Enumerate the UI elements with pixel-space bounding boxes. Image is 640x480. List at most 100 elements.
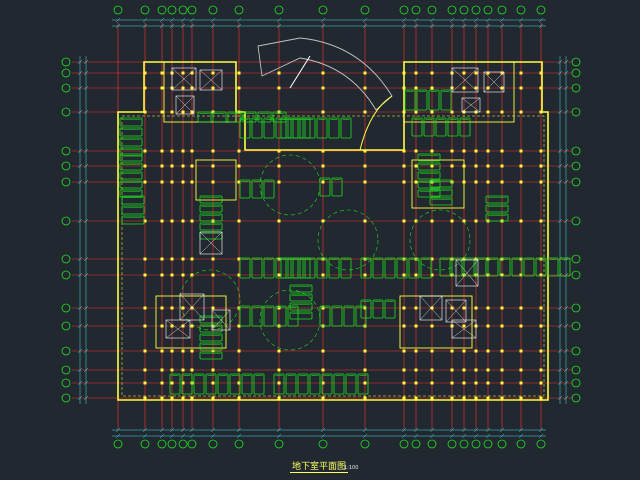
dimension-tick	[83, 218, 89, 224]
column	[211, 368, 215, 372]
column	[450, 396, 454, 400]
column	[160, 71, 164, 75]
column	[170, 257, 174, 261]
dimension-tick	[159, 427, 165, 433]
dimension-tick	[563, 367, 569, 373]
column	[462, 180, 466, 184]
dimension-tick	[538, 17, 544, 23]
axis-bubble-bottom	[234, 439, 244, 449]
dimension-tick	[499, 427, 505, 433]
parking-stall	[331, 177, 343, 197]
axis-bubble-right	[571, 378, 581, 388]
parking-stall	[411, 117, 423, 137]
column	[474, 396, 478, 400]
dimension-tick	[276, 23, 282, 29]
parking-stall	[511, 257, 523, 277]
column	[363, 164, 367, 168]
column	[430, 257, 434, 261]
dimension-tick	[401, 433, 407, 439]
column	[211, 149, 215, 153]
column	[190, 257, 194, 261]
parking-stall	[435, 117, 447, 137]
dimension-tick	[413, 23, 419, 29]
column	[539, 273, 543, 277]
column	[190, 349, 194, 353]
column	[462, 396, 466, 400]
parking-stall	[119, 153, 143, 162]
axis-bubble-bottom	[208, 439, 218, 449]
dimension-tick	[563, 85, 569, 91]
column	[430, 219, 434, 223]
column	[539, 381, 543, 385]
dimension-tick	[180, 23, 186, 29]
column	[181, 219, 185, 223]
axis-bubble-right	[571, 161, 581, 171]
dimension-tick	[77, 348, 83, 354]
dimension-tick	[77, 59, 83, 65]
parking-stall	[360, 257, 372, 279]
column	[211, 381, 215, 385]
parking-stall	[357, 373, 369, 395]
column	[430, 273, 434, 277]
dimension-tick	[563, 109, 569, 115]
dimension-tick	[83, 395, 89, 401]
dimension-tick	[449, 433, 455, 439]
column	[474, 306, 478, 310]
parking-stall	[251, 257, 263, 279]
column	[462, 86, 466, 90]
axis-bubble-bottom	[318, 439, 328, 449]
parking-stall	[417, 171, 441, 180]
parking-stall	[119, 162, 143, 171]
parking-stall	[199, 342, 223, 351]
column	[486, 110, 490, 114]
parking-stall	[485, 204, 509, 213]
column	[414, 180, 418, 184]
axis-bubble-bottom	[399, 439, 409, 449]
column	[402, 86, 406, 90]
column	[160, 396, 164, 400]
dimension-tick	[83, 179, 89, 185]
column	[539, 149, 543, 153]
dimension-tick	[449, 427, 455, 433]
column	[539, 164, 543, 168]
dimension-tick	[499, 433, 505, 439]
axis-bubble-bottom	[113, 439, 123, 449]
dimension-tick	[142, 17, 148, 23]
dimension-tick	[449, 17, 455, 23]
axis-bubble-left	[61, 321, 71, 331]
dimension-tick	[449, 23, 455, 29]
column	[486, 164, 490, 168]
core-cross	[455, 259, 479, 287]
column	[414, 273, 418, 277]
column	[414, 306, 418, 310]
axis-bubble-bottom	[536, 439, 546, 449]
axis-bubble-bottom	[274, 439, 284, 449]
core-cross	[483, 71, 505, 93]
column	[519, 324, 523, 328]
dimension-tick	[461, 17, 467, 23]
axis-bubble-top	[459, 5, 469, 15]
dimension-tick	[236, 427, 242, 433]
parking-stall	[287, 305, 299, 327]
dimension-tick	[236, 433, 242, 439]
dimension-tick	[77, 380, 83, 386]
dimension-tick	[77, 218, 83, 224]
dimension-tick	[77, 256, 83, 262]
dimension-tick	[77, 395, 83, 401]
column	[500, 324, 504, 328]
dimension-tick	[169, 433, 175, 439]
column	[211, 164, 215, 168]
parking-stall	[289, 311, 313, 320]
column	[321, 368, 325, 372]
column	[474, 381, 478, 385]
column	[143, 110, 147, 114]
dimension-tick	[557, 148, 563, 154]
parking-stall	[227, 111, 242, 123]
room-block	[195, 159, 237, 201]
column	[500, 180, 504, 184]
column	[160, 273, 164, 277]
column	[519, 381, 523, 385]
column	[321, 257, 325, 261]
dimension-tick	[413, 17, 419, 23]
column	[143, 396, 147, 400]
